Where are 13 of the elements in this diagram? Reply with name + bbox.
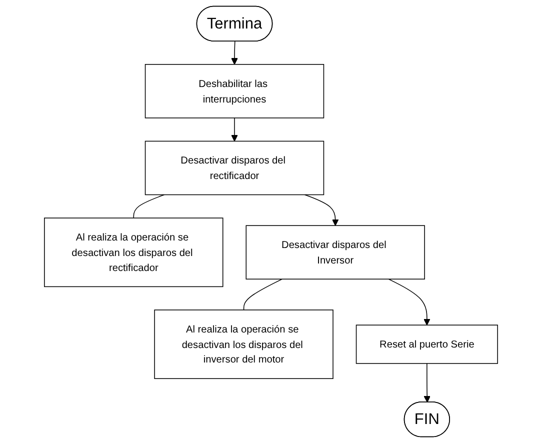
node-box: Al realiza la operación se desactivan los disparos del inversor del motor xyxy=(154,310,334,379)
arrow xyxy=(304,194,339,226)
node-box: Desactivar disparos del Inversor xyxy=(246,225,425,280)
node-box: Deshabilitar las interrupciones xyxy=(144,64,324,118)
arrow xyxy=(231,41,238,65)
arrow xyxy=(231,118,238,142)
node-box: Desactivar disparos del rectificador xyxy=(144,140,324,196)
connector xyxy=(243,278,282,310)
node-box: Al realiza la operación se desactivan los disparos del rectificador xyxy=(44,218,224,288)
connector xyxy=(133,194,165,218)
arrow xyxy=(388,278,430,326)
arrow xyxy=(424,363,431,403)
node-box: Reset al puerto Serie xyxy=(356,324,498,364)
